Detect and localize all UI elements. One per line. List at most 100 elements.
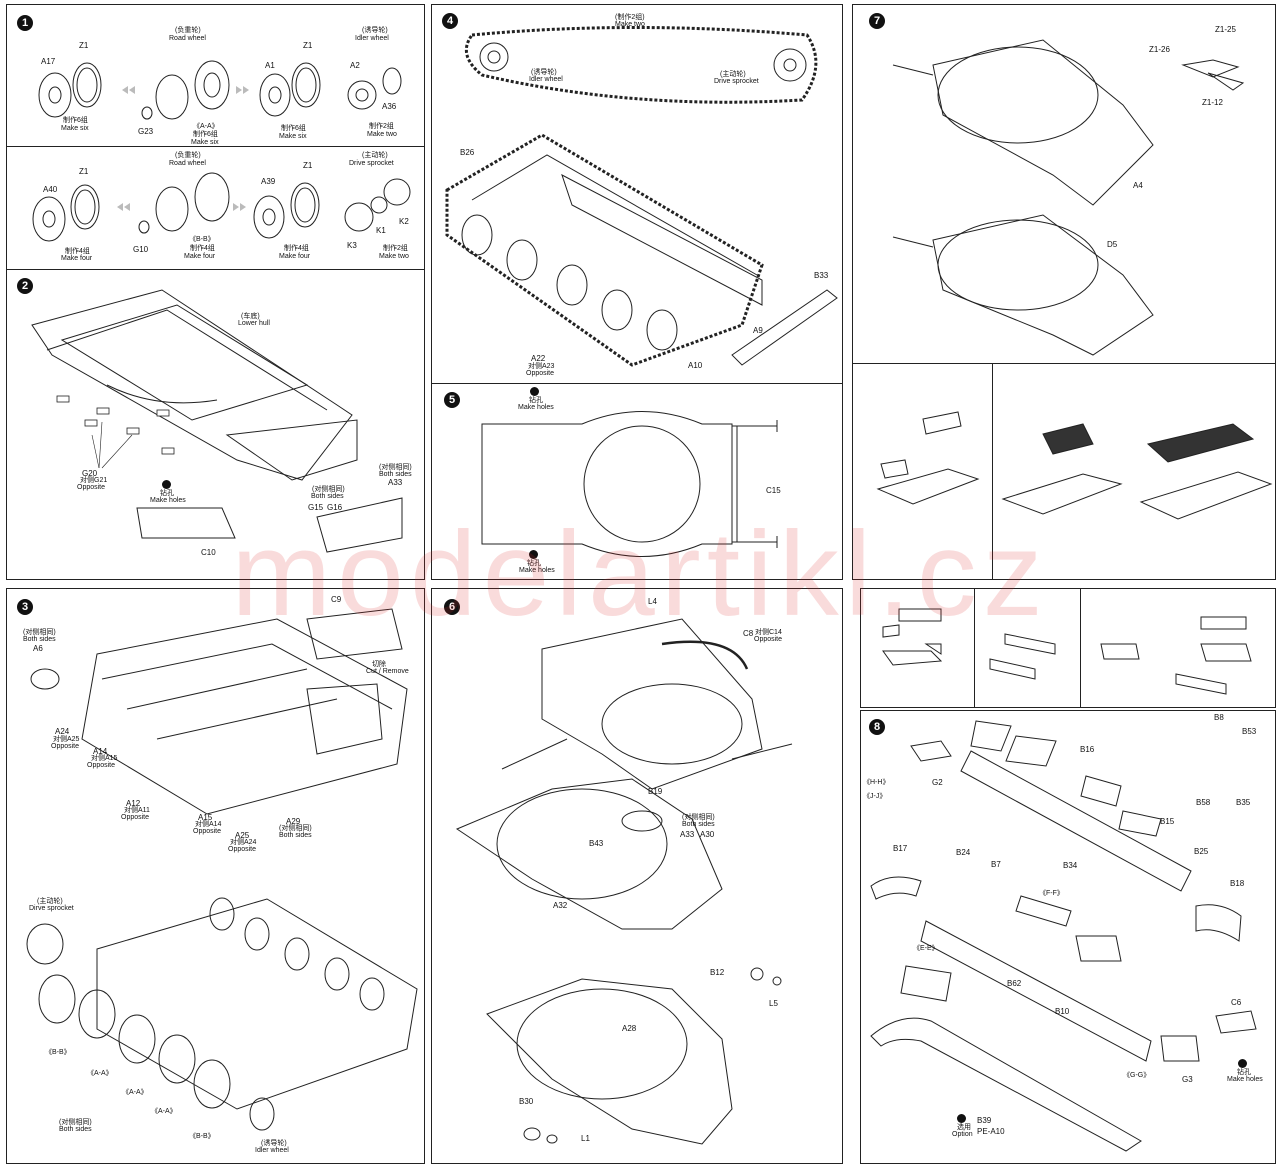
label: Road wheel [169,160,206,167]
label: (主动轮) [362,152,388,159]
step-3-panel: 3 (对侧相同) Both sides A6 C9 切除 Cut / Remov… [6,588,425,1164]
hull-floor-drawing [481,411,778,557]
step-number: 4 [442,13,458,29]
step-5-panel: 5 钻孔 Make holes C15 钻孔 Make holes [431,384,843,580]
step-1-panel: 1 (负重轮) Road wheel (诱导轮) Idler wheel A17… [6,4,425,147]
label: Make two [615,21,645,28]
label: Cut / Remove [366,668,409,675]
part-label: G2 [932,778,943,787]
step-number: 6 [444,599,460,615]
part-label: Z1 [79,167,89,176]
label: 钻孔 [1237,1069,1251,1076]
part-label: A14 [93,747,108,756]
step-6-panel: 6 L4 C8 对侧C14 Opposite B19 (对侧相同) Both s… [431,588,843,1164]
label: Road wheel [169,35,206,42]
part-label: G15 [308,503,324,512]
part-label: C9 [331,595,342,604]
part-label: K2 [399,217,409,226]
part-label: A9 [753,326,763,335]
label: 对侧A23 [528,363,555,370]
section-label: 《A-A》 [87,1070,113,1077]
part-label: B16 [1080,745,1095,754]
label: (诱导轮) [531,69,557,76]
part-label: D5 [1107,240,1118,249]
label: 钻孔 [160,490,174,497]
drive-wheel-drawing [32,172,411,242]
part-label: A6 [33,644,43,653]
section-ee-panel [860,588,974,708]
label: Opposite [51,743,80,750]
label: (车底) [241,313,260,320]
label: (制作2组) [615,14,645,21]
part-label: B39 [977,1116,992,1125]
label: (对侧相同) [379,464,412,471]
lower-hull-drawing [31,289,403,553]
label: Idler wheel [255,1147,289,1154]
part-label: A32 [553,901,568,910]
part-label: B35 [1236,798,1251,807]
label: Both sides [379,471,412,478]
part-label: Z1 [79,41,89,50]
part-label: G16 [327,503,343,512]
label: Make six [191,139,219,146]
label: Make two [379,253,409,260]
ee-drawing [882,608,943,666]
part-label: Z1-26 [1149,45,1170,54]
label: (诱导轮) [261,1140,287,1147]
label: 对侧C14 [755,629,782,636]
step-number: 1 [17,15,33,31]
label: (对侧相同) [279,825,312,832]
part-label: L4 [648,597,657,606]
ff-drawing [989,633,1056,680]
section-label: 《E-E》 [913,945,939,952]
label: Both sides [311,493,344,500]
make-holes-icon [530,387,539,396]
label: 选用 [957,1124,971,1131]
label: Make six [279,133,307,140]
label: 钻孔 [529,397,543,404]
label: Make holes [519,567,555,574]
suspension-drawing [26,608,418,1131]
section-label: 《B-B》 [189,236,215,243]
label: 对侧G21 [80,477,108,484]
label: Idler wheel [529,76,563,83]
part-label: A33 [680,830,695,839]
section-label: 《F-F》 [1039,890,1064,897]
part-label: A39 [261,177,276,186]
part-label: B7 [991,860,1001,869]
section-label: 《A-A》 [151,1108,177,1115]
part-label: C8 [743,629,754,638]
label: 制作6组 [63,117,88,124]
part-label: B17 [893,844,908,853]
step-number: 5 [444,392,460,408]
step-1b-panel: (负重轮) Road wheel (主动轮) Drive sprocket A4… [6,147,425,270]
gg-drawing [1100,616,1252,695]
label: 制作6组 [193,131,218,138]
label: Opposite [87,762,116,769]
section-label: 《H-H》 [863,779,890,786]
label: Both sides [23,636,56,643]
dd-drawing [1001,423,1273,520]
label: Make six [61,125,89,132]
label: (主动轮) [37,898,63,905]
section-label: 《B-B》 [189,1133,215,1140]
part-label: A40 [43,185,58,194]
label: 钻孔 [527,560,541,567]
part-label: L1 [581,1134,590,1143]
label: 制作2组 [369,123,394,130]
label: Make four [184,253,216,260]
part-label: Z1 [303,161,313,170]
option-icon [957,1114,966,1123]
part-label: B30 [519,1097,534,1106]
part-label: Z1-25 [1215,25,1236,34]
label: 对侧A24 [230,839,257,846]
label: Opposite [77,484,106,491]
section-label: 《A-A》 [193,123,219,130]
label: (诱导轮) [362,27,388,34]
label: 制作4组 [190,245,215,252]
step-number: 3 [17,599,33,615]
label: 切除 [372,661,386,668]
label: Make holes [1227,1076,1263,1083]
part-label: B53 [1242,727,1257,736]
label: Opposite [228,846,257,853]
